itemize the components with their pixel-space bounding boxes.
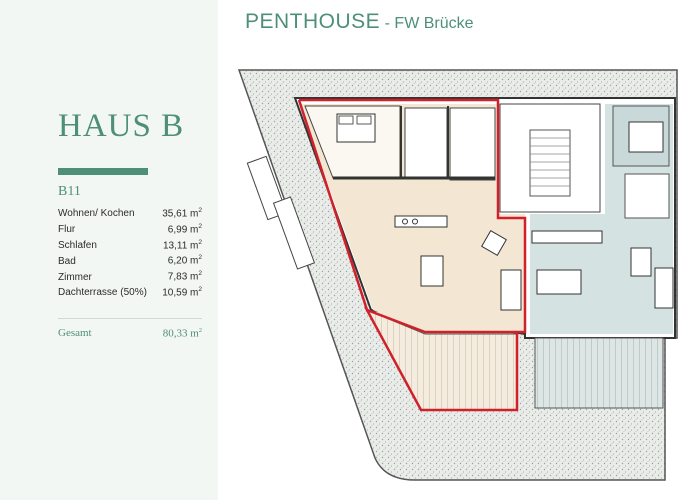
room-area: 10,59 m2 (162, 285, 202, 299)
room-row: Wohnen/ Kochen 35,61 m2 (58, 207, 202, 223)
window-frames (246, 155, 316, 270)
bed-neighbor (628, 121, 664, 153)
room-row: Dachterrasse (50%) 10,59 m2 (58, 286, 202, 302)
page-title-sub: - FW Brücke (384, 15, 474, 32)
total-label: Gesamt (58, 327, 92, 339)
armchair-b11 (481, 230, 507, 256)
room-row: Flur 6,99 m2 (58, 223, 202, 239)
house-title: HAUS B (58, 108, 185, 144)
room-area: 6,99 m2 (167, 222, 202, 236)
bed-b11 (336, 113, 376, 143)
room-row: Bad 6,20 m2 (58, 254, 202, 270)
floor-plan (237, 69, 678, 481)
room-area: 6,20 m2 (167, 254, 202, 267)
room-name: Zimmer (58, 271, 92, 283)
sofa-neighbor (536, 267, 674, 309)
room-name: Dachterrasse (50%) (58, 287, 147, 299)
total-row: Gesamt 80,33 m2 (58, 327, 202, 340)
total-divider (58, 318, 202, 319)
total-area: 80,33 m2 (162, 327, 202, 340)
terrace-neighbor (534, 337, 664, 409)
unit-id: B11 (58, 184, 81, 199)
room-area: 35,61 m2 (162, 207, 202, 220)
dining-table-b11 (420, 255, 444, 287)
unit-highlight-outline (297, 98, 527, 412)
room-name: Schlafen (58, 239, 97, 251)
sidebar-panel: HAUS B B11 Wohnen/ Kochen 35,61 m2 Flur … (0, 0, 218, 500)
room-area: 13,11 m2 (162, 238, 202, 251)
kitchen-counter-neighbor (531, 230, 603, 244)
room-row: Schlafen 13,11 m2 (58, 239, 202, 255)
page-title-main: PENTHOUSE (245, 10, 381, 33)
page-title: PENTHOUSE - FW Brücke (245, 10, 474, 34)
room-name: Wohnen/ Kochen (58, 208, 135, 220)
room-list: Wohnen/ Kochen 35,61 m2 Flur 6,99 m2 Sch… (58, 207, 202, 302)
room-row: Zimmer 7,83 m2 (58, 270, 202, 286)
room-name: Bad (58, 255, 76, 267)
sofa-b11 (500, 269, 522, 311)
dining-table-neighbor (630, 247, 652, 277)
room-area: 7,83 m2 (167, 270, 202, 283)
kitchen-island-b11 (394, 215, 448, 228)
title-divider (58, 168, 148, 175)
room-name: Flur (58, 224, 76, 236)
